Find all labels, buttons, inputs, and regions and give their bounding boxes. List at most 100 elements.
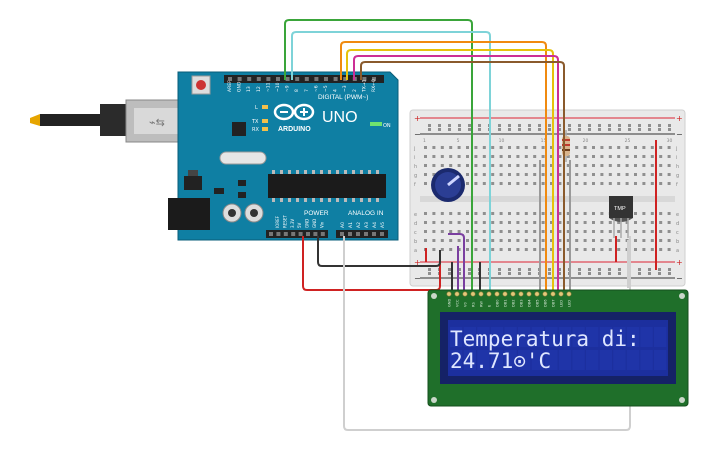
analog-in-label: ANALOG IN	[348, 210, 384, 217]
wire-white	[343, 236, 631, 431]
usb-chip	[232, 122, 246, 136]
svg-text:−: −	[414, 274, 421, 283]
svg-text:RW: RW	[480, 301, 484, 307]
svg-text:LED: LED	[560, 300, 564, 307]
svg-text:GND: GND	[448, 299, 452, 307]
atmega-chip	[268, 174, 386, 198]
svg-text:−: −	[676, 274, 683, 283]
svg-text:GND: GND	[305, 219, 310, 228]
svg-text:A2: A2	[356, 222, 362, 228]
svg-text:+: +	[414, 114, 421, 123]
svg-text:c: c	[414, 230, 417, 236]
svg-text:LED: LED	[568, 300, 572, 307]
power-jack	[168, 198, 210, 230]
svg-text:20: 20	[583, 138, 589, 144]
svg-text:~5: ~5	[323, 85, 329, 92]
arduino-logo-icon	[273, 103, 315, 121]
svg-text:a: a	[414, 248, 417, 254]
reset-button[interactable]	[196, 80, 206, 90]
wire-orange	[340, 41, 547, 296]
svg-text:~3: ~3	[342, 85, 348, 92]
svg-text:j: j	[413, 146, 415, 152]
svg-text:25: 25	[625, 138, 631, 144]
svg-text:DB5: DB5	[536, 299, 540, 307]
tx-led-label: TX	[251, 119, 259, 125]
on-led	[370, 122, 382, 126]
svg-text:~11: ~11	[265, 82, 271, 92]
svg-text:h: h	[414, 164, 417, 170]
crystal	[219, 151, 267, 165]
tmp-label: TMP	[614, 206, 626, 212]
svg-text:30: 30	[667, 138, 673, 144]
svg-text:IOREF: IOREF	[275, 215, 280, 228]
svg-text:A0: A0	[340, 222, 346, 228]
svg-text:1: 1	[423, 138, 426, 144]
svg-text:DB3: DB3	[520, 299, 524, 307]
svg-text:TX→1: TX→1	[361, 79, 367, 93]
usb-icon: ⌁⇆	[149, 116, 165, 129]
potentiometer[interactable]	[431, 168, 465, 202]
temperature-sensor[interactable]: TMP	[609, 196, 633, 238]
svg-text:i: i	[414, 155, 415, 161]
svg-text:GND: GND	[237, 81, 243, 92]
svg-text:13: 13	[246, 86, 252, 92]
svg-text:3.3V: 3.3V	[290, 219, 295, 228]
svg-text:5V: 5V	[297, 222, 302, 228]
svg-text:RS: RS	[472, 302, 476, 307]
svg-text:i: i	[676, 155, 677, 161]
svg-text:8: 8	[294, 89, 300, 92]
svg-text:DB7: DB7	[552, 299, 556, 307]
svg-text:g: g	[414, 173, 417, 179]
svg-text:a: a	[676, 248, 679, 254]
svg-text:b: b	[414, 239, 417, 245]
svg-text:b: b	[676, 239, 679, 245]
rx-led-label: RX	[252, 127, 259, 133]
rx-led	[262, 127, 268, 131]
power-label: POWER	[304, 210, 329, 217]
wire-cyan	[291, 31, 491, 296]
wire-purple	[448, 233, 465, 296]
svg-text:AREF: AREF	[227, 80, 233, 92]
svg-text:+: +	[676, 258, 683, 267]
svg-text:DB2: DB2	[512, 299, 516, 307]
voltage-regulator	[184, 176, 202, 190]
svg-text:VCC: VCC	[456, 299, 460, 307]
svg-text:e: e	[676, 212, 679, 218]
svg-text:f: f	[414, 182, 416, 188]
svg-text:DB1: DB1	[504, 299, 508, 307]
tx-led	[262, 119, 268, 123]
digital-label: DIGITAL (PWM~)	[318, 94, 368, 101]
svg-text:c: c	[676, 230, 679, 236]
wire-yellow	[346, 49, 554, 296]
svg-text:5: 5	[457, 138, 460, 144]
svg-text:DB4: DB4	[528, 299, 532, 307]
svg-text:2: 2	[352, 89, 358, 92]
svg-text:4: 4	[333, 89, 339, 92]
lcd-line-1: Temperatura di:	[450, 327, 640, 351]
wire-green	[284, 19, 473, 296]
svg-text:−: −	[414, 130, 421, 139]
lcd-pin-header	[446, 291, 572, 297]
on-label: ON	[383, 123, 391, 129]
svg-text:7: 7	[304, 89, 310, 92]
usb-cable	[40, 114, 100, 126]
svg-text:RX←0: RX←0	[371, 79, 377, 92]
wire-red	[302, 236, 441, 291]
arduino-brand: ARDUINO	[278, 126, 311, 133]
svg-text:Vin: Vin	[319, 221, 324, 228]
svg-text:j: j	[675, 146, 677, 152]
svg-text:V0: V0	[464, 302, 468, 307]
l-led-label: L	[255, 105, 258, 111]
svg-text:A5: A5	[380, 222, 386, 228]
svg-text:12: 12	[256, 86, 262, 92]
wire-brown	[360, 61, 565, 296]
svg-text:e: e	[414, 212, 417, 218]
degree-glyph: ⊙	[513, 349, 526, 373]
